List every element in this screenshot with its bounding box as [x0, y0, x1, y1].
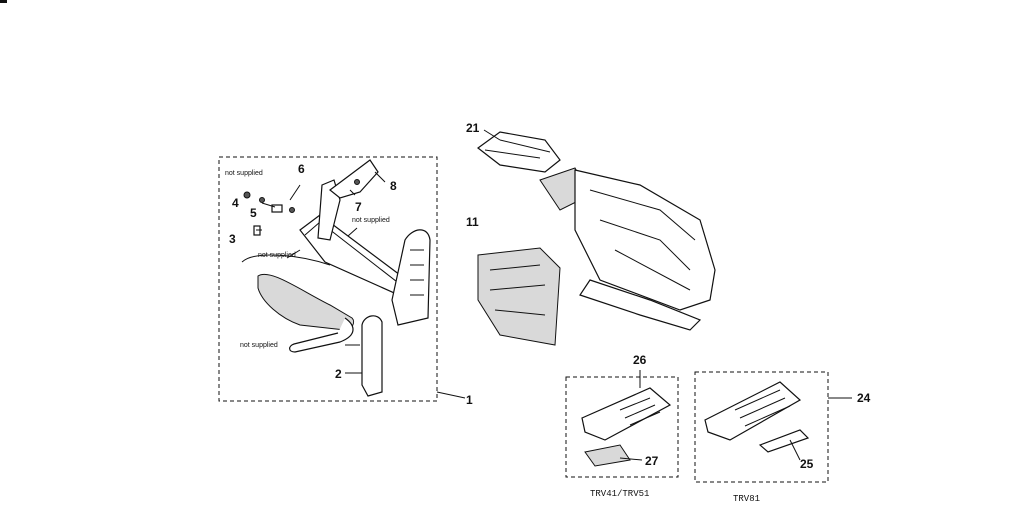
handle-detail: [484, 139, 551, 159]
strap-outline: [241, 254, 331, 266]
remote-keys-24: [734, 389, 791, 427]
remote-left-leaders: [619, 370, 643, 461]
remote-control-26: [581, 387, 672, 441]
remote-right-leaders: [789, 397, 852, 461]
callout-2: 2: [335, 367, 342, 381]
strap-tail: [289, 317, 354, 353]
remote-left-group: [565, 370, 679, 478]
spacer-5: [271, 204, 283, 213]
washer-6: [289, 207, 295, 213]
note-not-supplied-1: not supplied: [225, 170, 263, 177]
note-not-supplied-3: not supplied: [258, 252, 296, 259]
callout-24: 24: [857, 391, 871, 405]
callout-8: 8: [390, 179, 397, 193]
body-bottom-part: [579, 279, 702, 331]
remote-keys-26: [619, 397, 661, 426]
side-panel-detail: [410, 249, 424, 296]
cover-plate-27: [584, 444, 631, 467]
callout-3: 3: [229, 232, 236, 246]
panel-part-11: [477, 247, 561, 346]
top-handle-part: [476, 131, 561, 173]
hand-strap-part: [257, 273, 355, 331]
screw-4b: [259, 197, 265, 203]
camcorder-body-group: [476, 129, 716, 331]
cover-plate-25: [758, 429, 810, 453]
remote-control-24: [704, 381, 802, 441]
note-not-supplied-2: not supplied: [352, 217, 390, 224]
callout-25: 25: [800, 457, 814, 471]
remote-left-dashed-frame: [565, 376, 679, 478]
bracket-arm-part: [317, 179, 341, 241]
callout-11: 11: [466, 215, 479, 229]
model-label-trv41-trv51: TRV41/TRV51: [590, 489, 649, 499]
model-label-trv81: TRV81: [733, 494, 760, 504]
screw-4: [243, 191, 251, 199]
cover-part-2: [361, 315, 383, 397]
callout-7: 7: [355, 200, 362, 214]
callout-5: 5: [250, 206, 257, 220]
edge-mark: [0, 0, 7, 3]
callout-4: 4: [232, 196, 239, 210]
body-shell-inner: [589, 189, 696, 291]
remote-right-dashed-frame: [694, 371, 829, 483]
body-shell-part: [574, 169, 716, 311]
assembly-1-dashed-frame: [218, 156, 438, 402]
panel-group: [477, 247, 561, 346]
callout-27: 27: [645, 454, 659, 468]
body-leaders: [483, 129, 501, 141]
side-panel-part: [391, 229, 431, 326]
callout-26: 26: [633, 353, 647, 367]
callout-1: 1: [466, 393, 473, 407]
note-not-supplied-4: not supplied: [240, 342, 278, 349]
leader-lines-left: [256, 171, 466, 399]
callout-6: 6: [298, 162, 305, 176]
grip-assembly-group: [218, 156, 466, 402]
panel-inner: [489, 264, 546, 316]
screw-7: [354, 179, 360, 185]
callout-21: 21: [466, 121, 480, 135]
remote-right-group: [694, 371, 852, 483]
top-plate-part: [329, 159, 379, 199]
